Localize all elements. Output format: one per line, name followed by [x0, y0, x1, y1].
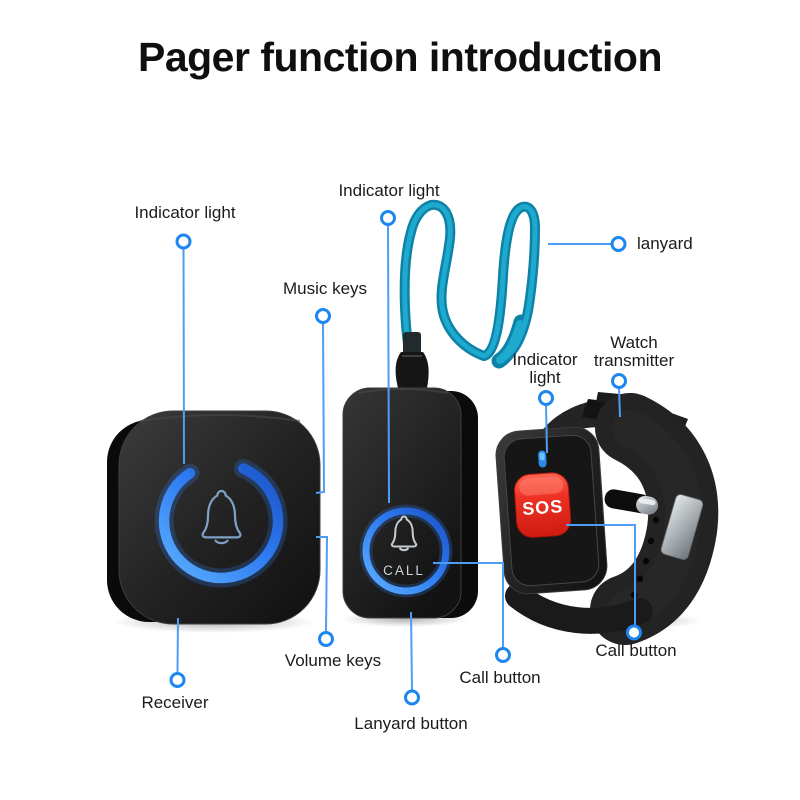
label-call-button-lanyard-device: Call button — [459, 668, 541, 687]
label-call-button-watch: Call button — [595, 641, 677, 660]
label-lanyard: lanyard — [637, 234, 693, 253]
callout-line-9 — [433, 562, 504, 648]
call-device-body — [342, 387, 462, 619]
callout-line-3 — [315, 322, 326, 494]
watch-buckle — [604, 489, 704, 560]
label-watch-transmitter: Watch transmitter — [593, 333, 675, 370]
callout-line-8 — [410, 611, 413, 691]
callout-dot-5 — [538, 390, 554, 406]
callout-line-10 — [566, 524, 636, 625]
sos-button-highlight — [519, 476, 564, 496]
callout-dot-0 — [175, 233, 192, 250]
watch-strap-bottom — [505, 583, 653, 634]
callout-dot-3 — [315, 308, 331, 324]
callout-line-5 — [545, 404, 548, 454]
callout-dot-10 — [626, 624, 642, 641]
callout-line-0 — [182, 247, 185, 465]
callout-dot-8 — [404, 689, 420, 706]
call-button-text: CALL — [383, 563, 425, 578]
watch-transmitter-device: SOS — [495, 392, 719, 645]
label-lanyard-button: Lanyard button — [354, 714, 468, 733]
bell-icon — [390, 515, 418, 552]
callout-dot-1 — [380, 210, 396, 226]
receiver-body — [118, 410, 321, 625]
callout-dot-7 — [318, 631, 334, 647]
callout-line-6 — [176, 617, 179, 673]
receiver-ring-light — [158, 463, 284, 584]
watch-face: SOS — [495, 426, 608, 595]
callout-dot-4 — [611, 373, 627, 389]
receiver-top-rim — [139, 414, 301, 422]
callout-dot-2 — [610, 236, 627, 252]
page-title: Pager function introduction — [137, 34, 663, 80]
callout-dots — [169, 210, 642, 706]
label-indicator-light-lanyard-button: Indicator light — [338, 181, 440, 200]
receiver-device — [107, 410, 321, 633]
callout-line-4 — [618, 387, 621, 418]
sos-button — [514, 472, 572, 538]
callout-dot-9 — [495, 647, 511, 663]
sos-button-text: SOS — [522, 496, 564, 519]
lanyard-clip — [395, 352, 429, 388]
lanyard-call-button-device: CALL — [341, 387, 478, 627]
call-ring-light — [362, 507, 450, 595]
bell-icon — [201, 489, 242, 545]
lanyard-crimp — [403, 332, 421, 356]
label-indicator-light-watch: Indicator light — [512, 350, 578, 387]
label-indicator-light-receiver: Indicator light — [134, 203, 236, 222]
label-receiver: Receiver — [141, 693, 209, 712]
callout-pointers — [176, 224, 636, 691]
call-device-top-rim — [357, 388, 449, 394]
callout-line-1 — [387, 224, 390, 504]
callout-line-7 — [316, 536, 329, 633]
label-music-keys: Music keys — [282, 279, 368, 298]
lanyard — [395, 199, 540, 396]
indicator-light-glint — [539, 452, 545, 461]
label-volume-keys: Volume keys — [284, 651, 382, 670]
callout-dot-6 — [169, 672, 186, 688]
